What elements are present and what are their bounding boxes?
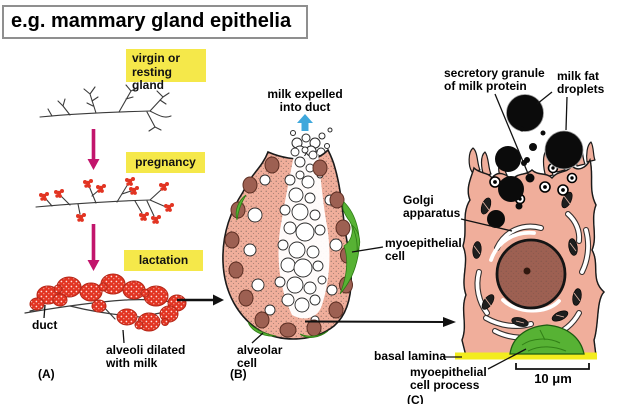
scale-bar-label: 10 μm [534, 371, 572, 386]
arrow-right-icon [177, 294, 224, 306]
stage-arrow-down-icon [87, 129, 100, 170]
leader-lines-a [43, 304, 125, 344]
scale-bar [515, 363, 590, 370]
basal-lamina-strip [455, 352, 597, 360]
stage-label-pregnancy: pregnancy [126, 152, 205, 173]
myoepithelial-cell-label: myoepithelial cell [385, 236, 462, 263]
milk-up-arrow-icon [297, 114, 313, 131]
alveoli-dilated-label: alveoli dilated with milk [106, 343, 186, 370]
pregnancy-gland-drawing [35, 177, 174, 224]
virgin-gland-drawing [39, 84, 172, 132]
panel-b-letter: (B) [230, 367, 247, 381]
panel-a-letter: (A) [38, 367, 55, 381]
arrow-right-icon [304, 317, 456, 327]
secretory-cell-drawing [455, 94, 606, 360]
stage-arrow-down-icon [87, 224, 100, 271]
milk-expelled-label: milk expelled into duct [267, 87, 343, 114]
golgi-apparatus-label: Golgi apparatus [403, 193, 461, 220]
stage-label-lactation: lactation [124, 250, 203, 271]
lactation-gland-drawing [24, 273, 187, 332]
duct-label: duct [32, 318, 58, 332]
basal-lamina-label: basal lamina [374, 349, 447, 363]
leader-lines-b [251, 246, 384, 344]
milk-fat-droplets-label: milk fat droplets [557, 69, 605, 96]
alveolar-cell-label: alveolar cell [237, 343, 283, 370]
panel-c-letter: (C) [407, 393, 424, 404]
secretory-granule-label: secretory granule of milk protein [444, 66, 545, 93]
alveolus-drawing [222, 127, 361, 340]
figure-title: e.g. mammary gland epithelia [2, 5, 308, 39]
stage-label-virgin: virgin or resting gland [126, 49, 206, 92]
leader-lines-c [443, 91, 568, 370]
myoepithelial-process-label: myoepithelial cell process [410, 365, 487, 392]
